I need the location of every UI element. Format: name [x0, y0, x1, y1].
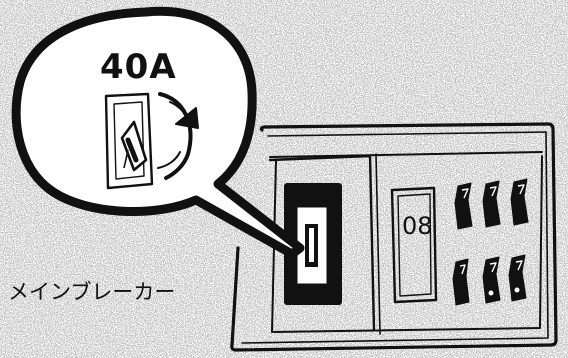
main-breaker-caption: メインブレーカー: [8, 280, 176, 304]
branch-breakers-bottom-row: [452, 254, 527, 306]
breaker-number-box: [390, 186, 438, 304]
branch-breaker-3: [510, 178, 529, 226]
branch-breakers-top-row: [454, 178, 529, 230]
main-breaker-toggle: [305, 224, 318, 267]
branch-breaker-4: [452, 258, 470, 306]
branch-breaker-1: [454, 182, 473, 230]
switch-direction-arrow-icon: [157, 92, 199, 180]
callout-amperage-label: 40A: [100, 47, 177, 87]
main-breaker: [284, 183, 342, 305]
branch-breaker-6: [508, 254, 527, 302]
breaker-number-label: 08: [402, 212, 433, 240]
zoomed-main-breaker: [104, 92, 154, 190]
zoomed-breaker-toggle: [120, 120, 148, 172]
branch-breaker-2: [482, 180, 501, 228]
callout-bubble: [11, 6, 305, 259]
branch-breaker-5: [482, 256, 501, 304]
